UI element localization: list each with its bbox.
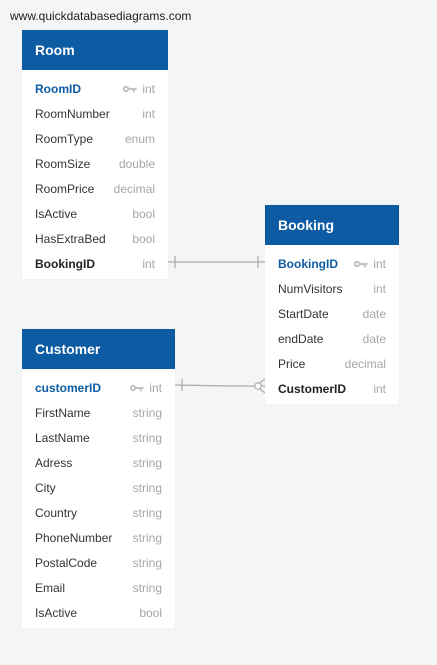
field-row[interactable]: BookingID int	[22, 251, 168, 276]
key-icon	[129, 381, 144, 395]
field-type: string	[132, 405, 162, 420]
field-name: BookingID	[35, 256, 95, 271]
field-name: Email	[35, 580, 66, 595]
field-name: CustomerID	[278, 381, 347, 396]
field-name: PostalCode	[35, 555, 98, 570]
field-name: IsActive	[35, 605, 78, 620]
field-type: string	[132, 555, 162, 570]
field-row[interactable]: IsActive bool	[22, 600, 175, 625]
field-name: RoomPrice	[35, 181, 95, 196]
field-row[interactable]: StartDate date	[265, 301, 399, 326]
field-row[interactable]: Adress string	[22, 450, 175, 475]
key-icon	[122, 82, 137, 96]
field-name: NumVisitors	[278, 281, 343, 296]
field-type: int	[142, 81, 155, 96]
field-row[interactable]: RoomID int	[22, 76, 168, 101]
field-type: int	[373, 381, 386, 396]
field-type: string	[132, 430, 162, 445]
field-type: bool	[132, 231, 155, 246]
table-room[interactable]: Room RoomID int RoomNumber int RoomType …	[22, 30, 168, 279]
field-name: RoomID	[35, 81, 81, 96]
field-name: Price	[278, 356, 306, 371]
field-name: RoomNumber	[35, 106, 110, 121]
field-row[interactable]: NumVisitors int	[265, 276, 399, 301]
table-header-room[interactable]: Room	[22, 30, 168, 70]
field-row[interactable]: customerID int	[22, 375, 175, 400]
field-name: City	[35, 480, 56, 495]
field-type: int	[142, 256, 155, 271]
field-row[interactable]: Price decimal	[265, 351, 399, 376]
field-type: decimal	[344, 356, 386, 371]
field-type: int	[142, 106, 155, 121]
field-row[interactable]: endDate date	[265, 326, 399, 351]
field-type: int	[373, 256, 386, 271]
field-name: endDate	[278, 331, 324, 346]
table-customer[interactable]: Customer customerID int FirstName string…	[22, 329, 175, 628]
field-row[interactable]: RoomPrice decimal	[22, 176, 168, 201]
field-name: StartDate	[278, 306, 329, 321]
field-type: string	[132, 480, 162, 495]
field-type: string	[132, 505, 162, 520]
room-booking-link	[168, 256, 265, 268]
field-name: HasExtraBed	[35, 231, 106, 246]
field-row[interactable]: Email string	[22, 575, 175, 600]
field-type: decimal	[113, 181, 155, 196]
field-row[interactable]: PhoneNumber string	[22, 525, 175, 550]
key-icon	[353, 257, 368, 271]
field-row[interactable]: RoomSize double	[22, 151, 168, 176]
field-row[interactable]: RoomType enum	[22, 126, 168, 151]
field-name: IsActive	[35, 206, 78, 221]
field-row[interactable]: CustomerID int	[265, 376, 399, 401]
table-header-booking[interactable]: Booking	[265, 205, 399, 245]
field-name: FirstName	[35, 405, 91, 420]
field-type: bool	[132, 206, 155, 221]
field-type: int	[149, 380, 162, 395]
field-row[interactable]: BookingID int	[265, 251, 399, 276]
field-name: RoomSize	[35, 156, 91, 171]
field-type: string	[132, 580, 162, 595]
field-row[interactable]: City string	[22, 475, 175, 500]
field-row[interactable]: PostalCode string	[22, 550, 175, 575]
field-type: double	[118, 156, 155, 171]
field-row[interactable]: HasExtraBed bool	[22, 226, 168, 251]
field-type: string	[132, 530, 162, 545]
field-row[interactable]: FirstName string	[22, 400, 175, 425]
field-name: BookingID	[278, 256, 338, 271]
field-type: date	[362, 306, 386, 321]
field-row[interactable]: IsActive bool	[22, 201, 168, 226]
field-type: bool	[139, 605, 162, 620]
field-name: customerID	[35, 380, 102, 395]
field-type: string	[132, 455, 162, 470]
field-name: Adress	[35, 455, 73, 470]
table-booking[interactable]: Booking BookingID int NumVisitors int St…	[265, 205, 399, 404]
table-header-customer[interactable]: Customer	[22, 329, 175, 369]
customer-booking-link	[174, 378, 266, 394]
field-type: date	[362, 331, 386, 346]
field-type: enum	[124, 131, 155, 146]
field-name: PhoneNumber	[35, 530, 113, 545]
field-type: int	[373, 281, 386, 296]
watermark: www.quickdatabasediagrams.com	[10, 9, 192, 23]
field-row[interactable]: RoomNumber int	[22, 101, 168, 126]
field-row[interactable]: Country string	[22, 500, 175, 525]
field-row[interactable]: LastName string	[22, 425, 175, 450]
field-name: Country	[35, 505, 78, 520]
field-name: RoomType	[35, 131, 94, 146]
field-name: LastName	[35, 430, 90, 445]
